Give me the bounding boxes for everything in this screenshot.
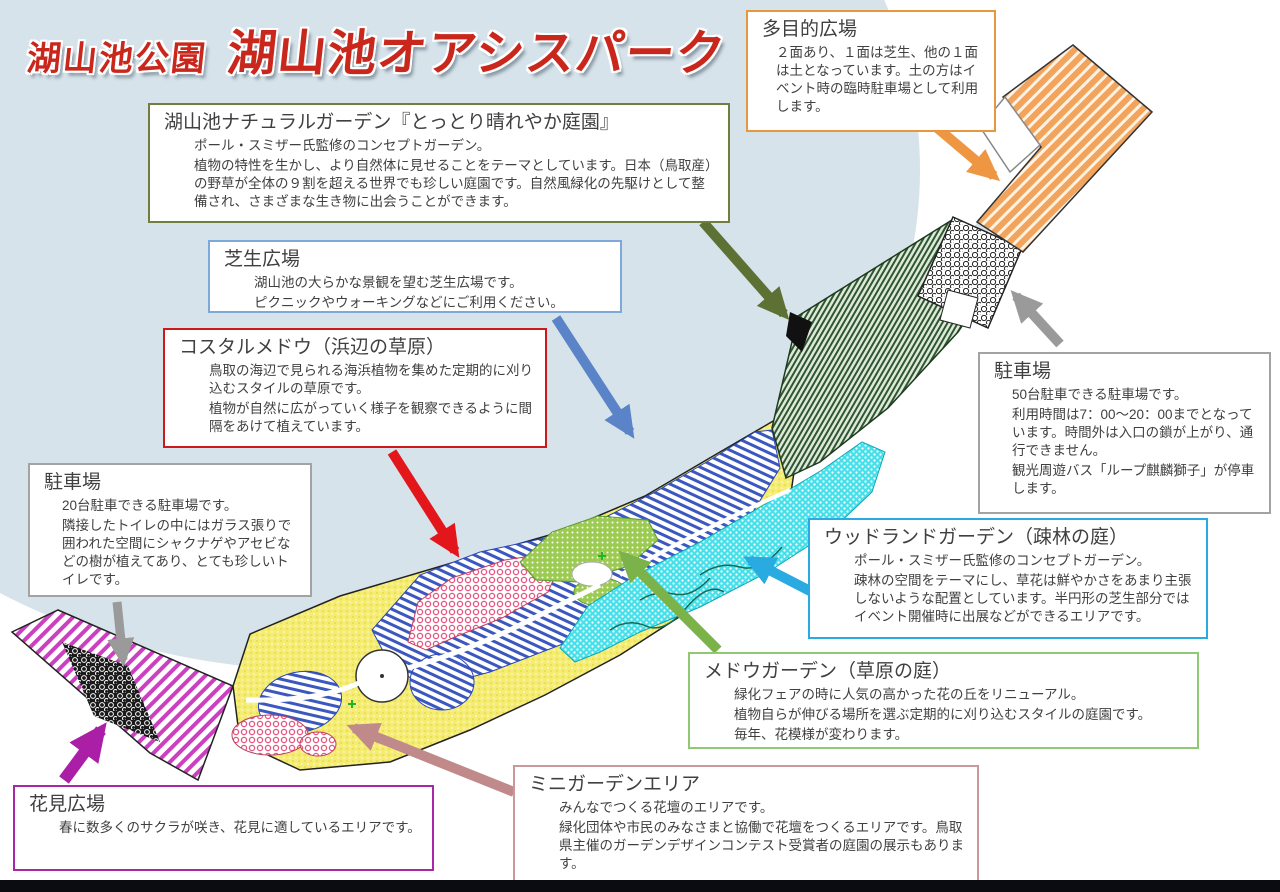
callout-title: 花見広場 — [29, 794, 106, 815]
arrow-parking-west — [107, 601, 135, 668]
area-minigarden-bed-1 — [231, 714, 309, 756]
arrow-hanami — [59, 722, 107, 784]
arrow-mini-garden — [346, 722, 516, 797]
callout-text: 観光周遊バス「ループ麒麟獅子」が停車します。 — [1012, 463, 1255, 497]
woodland-squiggle-1 — [609, 588, 725, 631]
callout-text: 鳥取の海辺で見られる海浜植物を集めた定期的に刈り込むスタイルの草原です。 — [209, 362, 533, 396]
arrow-parking-east — [1010, 290, 1064, 348]
callout-text: 20台駐車できる駐車場です。 — [62, 497, 238, 513]
callout-title: 駐車場 — [994, 361, 1052, 382]
arrow-meadow-garden — [618, 550, 722, 654]
arrow-multipurpose — [931, 122, 1001, 182]
callout-title: メドウガーデン（草原の庭） — [704, 661, 952, 682]
arrow-natural-garden — [699, 218, 790, 321]
bottom-bar — [0, 880, 1280, 892]
callout-text: 50台駐車できる駐車場です。 — [1012, 386, 1188, 402]
callout-text: みんなでつくる花壇のエリアです。 — [559, 799, 774, 815]
area-lawn-blob-2 — [409, 653, 475, 711]
callout-parking-west: 駐車場 20台駐車できる駐車場です。 隣接したトイレの中にはガラス張りで囲われた… — [28, 463, 312, 597]
callout-title: ウッドランドガーデン（疎林の庭） — [824, 527, 1129, 548]
tree-mark-2 — [598, 552, 606, 560]
walking-path-2 — [407, 582, 602, 671]
callout-text: 疎林の空間をテーマにし、草花は鮮やかさをあまり主張しないような配置としています。… — [854, 572, 1192, 624]
callout-text: ポール・スミザー氏監修のコンセプトガーデン。 — [194, 137, 491, 153]
callout-title: 駐車場 — [44, 472, 102, 493]
callout-text: ２面あり、１面は芝生、他の１面は土となっています。土の方はイベント時の臨時駐車場… — [776, 44, 979, 114]
callout-text: 植物自らが伸びる場所を選ぶ定期的に刈り込むスタイルの庭園です。 — [734, 706, 1152, 722]
area-multipurpose-ground — [975, 44, 1154, 253]
callout-woodland-garden: ウッドランドガーデン（疎林の庭） ポール・スミザー氏監修のコンセプトガーデン。 … — [808, 518, 1208, 639]
callout-title: 芝生広場 — [224, 249, 301, 270]
callout-meadow-garden: メドウガーデン（草原の庭） 緑化フェアの時に人気の高かった花の丘をリニューアル。… — [688, 652, 1199, 749]
callout-coastal-meadow: コスタルメドウ（浜辺の草原） 鳥取の海辺で見られる海浜植物を集めた定期的に刈り込… — [163, 328, 547, 448]
callout-title: 湖山池ナチュラルガーデン『とっとり晴れやか庭園』 — [164, 112, 619, 133]
callout-multipurpose-ground: 多目的広場 ２面あり、１面は芝生、他の１面は土となっています。土の方はイベント時… — [746, 10, 996, 132]
arrow-lawn-plaza — [551, 315, 635, 439]
shore-point — [786, 312, 812, 352]
walking-path-1 — [245, 673, 374, 703]
tree-mark-1 — [348, 700, 356, 708]
area-parking-east — [917, 216, 1023, 330]
callout-title: 多目的広場 — [762, 19, 858, 40]
park-name: 湖山池公園 — [25, 40, 209, 78]
callout-text: ピクニックやウォーキングなどにご利用ください。 — [254, 294, 564, 310]
callout-parking-east: 駐車場 50台駐車できる駐車場です。 利用時間は7：00～20：00までとなって… — [978, 352, 1271, 514]
half-circle-lawn — [571, 561, 613, 587]
callout-text: 利用時間は7：00～20：00までとなっています。時間外は入口の鎖が上がり、通行… — [1012, 406, 1254, 458]
parking-east-notch — [939, 289, 979, 329]
arrow-coastal-meadow — [387, 449, 460, 558]
callout-text: 隣接したトイレの中にはガラス張りで囲われた空間にシャクナゲやアセビなどの樹が植え… — [62, 517, 292, 588]
callout-title: コスタルメドウ（浜辺の草原） — [179, 337, 446, 358]
arrow-woodland — [742, 555, 815, 597]
area-woodland-garden — [559, 441, 886, 663]
callout-text: 植物が自然に広がっていく様子を観察できるように間隔をあけて植えています。 — [209, 400, 533, 434]
callout-title: ミニガーデンエリア — [529, 774, 701, 795]
callout-text: 植物の特性を生かし、より自然体に見せることをテーマとしています。日本（鳥取産）の… — [194, 157, 712, 209]
callout-text: ポール・スミザー氏監修のコンセプトガーデン。 — [854, 552, 1151, 568]
circular-plaza-center — [380, 674, 384, 678]
callout-mini-garden: ミニガーデンエリア みんなでつくる花壇のエリアです。 緑化団体や市民のみなさまと… — [513, 765, 979, 884]
area-minigarden-bed-2 — [299, 731, 337, 757]
callout-text: 緑化団体や市民のみなさまと協働で花壇をつくるエリアです。鳥取県主催のガーデンデザ… — [559, 819, 964, 871]
area-hanami-parking — [62, 642, 160, 742]
callout-text: 湖山池の大らかな景観を望む芝生広場です。 — [254, 274, 523, 290]
page-title: 湖山池公園湖山池オアシスパーク — [24, 14, 730, 85]
callout-text: 毎年、花模様が変わります。 — [734, 726, 909, 742]
poster-title: 湖山池オアシスパーク — [224, 27, 729, 81]
callout-lawn-plaza: 芝生広場 湖山池の大らかな景観を望む芝生広場です。 ピクニックやウォーキングなど… — [208, 240, 622, 313]
callout-text: 緑化フェアの時に人気の高かった花の丘をリニューアル。 — [734, 686, 1085, 702]
callout-text: 春に数多くのサクラが咲き、花見に適しているエリアです。 — [59, 819, 421, 835]
callout-hanami-plaza: 花見広場 春に数多くのサクラが咲き、花見に適しているエリアです。 — [13, 785, 434, 871]
callout-natural-garden: 湖山池ナチュラルガーデン『とっとり晴れやか庭園』 ポール・スミザー氏監修のコンセ… — [148, 103, 730, 223]
woodland-squiggle-2 — [639, 577, 711, 601]
